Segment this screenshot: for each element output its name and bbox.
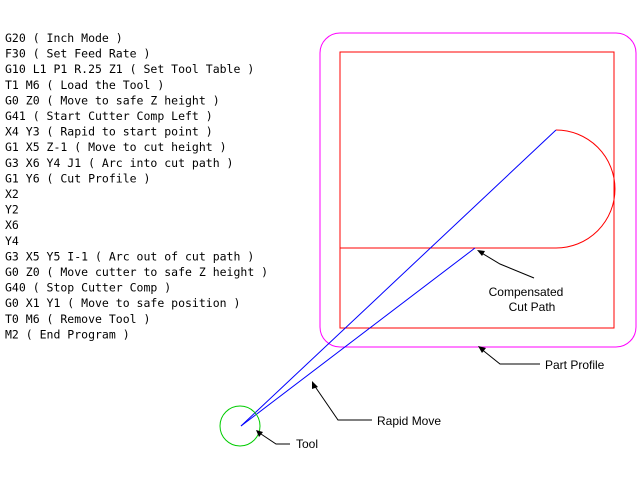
leader-compensated-arrowhead (477, 250, 485, 256)
label-compensated-line1: Compensated (489, 285, 564, 299)
leader-rapid-move (313, 384, 372, 421)
gcode-line: X4 Y3 ( Rapid to start point ) (5, 125, 213, 139)
gcode-line: G3 X5 Y5 I-1 ( Arc out of cut path ) (5, 249, 254, 263)
gcode-line: T1 M6 ( Load the Tool ) (5, 78, 164, 92)
gcode-line: G3 X6 Y4 J1 ( Arc into cut path ) (5, 156, 233, 170)
gcode-line: G41 ( Start Cutter Comp Left ) (5, 109, 213, 123)
leader-tool (257, 431, 290, 445)
label-tool: Tool (296, 437, 318, 451)
gcode-line: Y4 (5, 234, 19, 248)
gcode-line: G1 Y6 ( Cut Profile ) (5, 171, 150, 185)
leader-rapid-move-arrowhead (312, 381, 318, 389)
leader-compensated (479, 251, 535, 279)
gcode-line: X6 (5, 218, 19, 232)
gcode-line: G20 ( Inch Mode ) (5, 31, 123, 45)
gcode-line: G0 Z0 ( Move to safe Z height ) (5, 93, 220, 107)
tool-circle (219, 405, 261, 447)
gcode-line: G10 L1 P1 R.25 Z1 ( Set Tool Table ) (5, 62, 254, 76)
label-part-profile: Part Profile (545, 358, 605, 372)
leader-tool-arrowhead (256, 430, 263, 437)
label-compensated-line2: Cut Path (509, 300, 556, 314)
gcode-line: Y2 (5, 203, 19, 217)
gcode-line: X2 (5, 187, 19, 201)
part-profile-outline (319, 32, 637, 348)
gcode-line: G0 X1 Y1 ( Move to safe position ) (5, 296, 240, 310)
gcode-line: T0 M6 ( Remove Tool ) (5, 312, 150, 326)
leader-part-profile (479, 347, 540, 365)
rapid-move-line-in (240, 129, 557, 427)
gcode-line: F30 ( Set Feed Rate ) (5, 47, 150, 61)
compensated-cut-path (339, 51, 616, 329)
gcode-line: M2 ( End Program ) (5, 327, 130, 341)
gcode-line: G40 ( Stop Cutter Comp ) (5, 281, 171, 295)
leader-part-profile-arrowhead (478, 346, 486, 353)
gcode-line: G1 X5 Z-1 ( Move to cut height ) (5, 140, 227, 154)
gcode-line: G0 Z0 ( Move cutter to safe Z height ) (5, 265, 268, 279)
rapid-move-line-out (240, 247, 476, 427)
gcode-listing: G20 ( Inch Mode )F30 ( Set Feed Rate )G1… (5, 31, 268, 341)
label-rapid-move: Rapid Move (377, 414, 441, 428)
